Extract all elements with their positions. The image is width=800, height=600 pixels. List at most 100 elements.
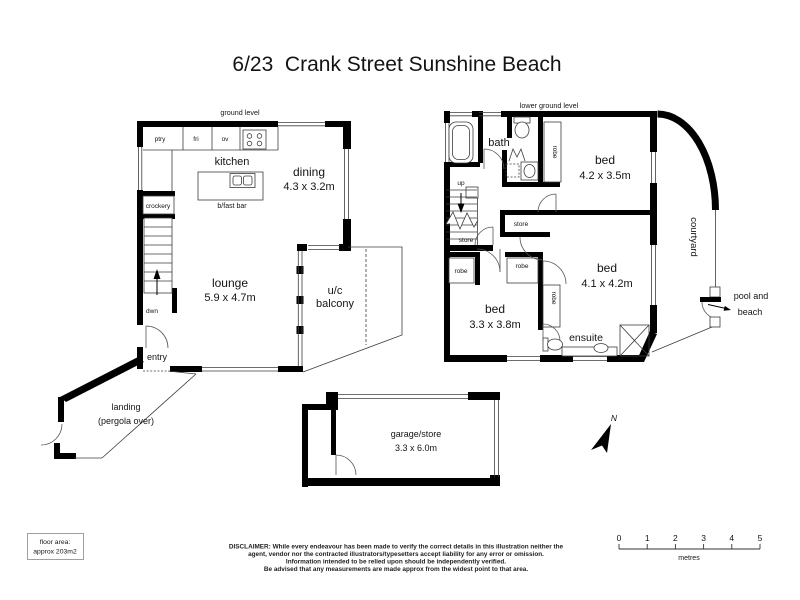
bed3-dims: 3.3 x 3.8m xyxy=(469,319,520,331)
disclaimer-line1: DISCLAIMER: While every endeavour has be… xyxy=(229,544,564,551)
toilet-icon xyxy=(513,116,531,139)
entry-label: entry xyxy=(147,352,168,362)
robe-top-label: robe xyxy=(551,145,558,158)
courtyard: courtyard pool and beach xyxy=(651,110,769,353)
scale-tick-3: 3 xyxy=(701,533,706,543)
lower-ground-plan: lower ground level xyxy=(444,101,768,362)
garage-plan: garage/store 3.3 x 6.0m xyxy=(302,392,500,487)
pool-label-line2: beach xyxy=(738,307,763,317)
pool-beach-arrow-icon xyxy=(707,304,731,311)
pool-label-line1: pool and xyxy=(734,291,769,301)
gate xyxy=(700,297,721,302)
scale-unit-label: metres xyxy=(678,555,700,562)
lower-windows xyxy=(445,112,656,361)
landing-label-line2: (pergola over) xyxy=(98,416,154,426)
stairs-direction-arrow xyxy=(457,203,465,213)
bathroom: bath xyxy=(448,116,539,181)
floor-area-box: floor area: approx 203m2 xyxy=(27,533,84,560)
balcony-label-line1: u/c xyxy=(328,285,343,297)
garage-openings xyxy=(335,394,499,477)
garage-dims: 3.3 x 6.0m xyxy=(395,443,437,453)
balcony-label-line2: balcony xyxy=(316,298,354,310)
bed1-label: bed xyxy=(595,153,615,167)
stairs-down-label: dwn xyxy=(146,308,158,315)
ground-level-plan: ground level xyxy=(40,108,403,459)
shower-recess xyxy=(505,163,520,178)
fence-post xyxy=(709,286,721,298)
balcony-outline xyxy=(302,246,403,373)
scale-tick-5: 5 xyxy=(758,533,763,543)
crockery-cupboard xyxy=(142,195,175,215)
scale-tick-0: 0 xyxy=(617,533,622,543)
ensuite: ensuite xyxy=(542,324,650,357)
ground-stairs: dwn xyxy=(143,217,173,315)
floor-area-line2: approx 203m2 xyxy=(33,549,77,556)
shower-symbol-icon xyxy=(508,147,526,162)
curved-wall xyxy=(657,110,719,211)
stairs-direction-arrow xyxy=(153,269,161,279)
landing xyxy=(40,357,197,459)
breakfast-bar-label: b/fast bar xyxy=(217,203,247,210)
ensuite-label: ensuite xyxy=(569,332,603,344)
ground-walls xyxy=(137,121,351,372)
island-bench xyxy=(197,171,264,201)
stair-break-line xyxy=(445,211,479,231)
north-label: N xyxy=(611,413,618,423)
basin-icon xyxy=(520,161,539,181)
pantry-label: ptry xyxy=(155,136,167,143)
kitchen-label: kitchen xyxy=(215,156,250,168)
lounge-dims: 5.9 x 4.7m xyxy=(204,292,255,304)
dining-label: dining xyxy=(293,165,325,179)
lounge-label: lounge xyxy=(212,276,248,290)
disclaimer: DISCLAIMER: While every endeavour has be… xyxy=(229,544,564,574)
lower-stairs: up store xyxy=(445,180,494,246)
fence-post xyxy=(709,316,721,328)
bath-door-arc xyxy=(483,148,505,170)
oven-label: ov xyxy=(222,136,230,143)
bed3-label: bed xyxy=(485,302,505,316)
dining-dims: 4.3 x 3.2m xyxy=(283,181,334,193)
store-hall-label: store xyxy=(514,221,529,228)
ensuite-toilet-icon xyxy=(542,337,563,352)
bed1-dims: 4.2 x 3.5m xyxy=(579,170,630,182)
bathtub-icon xyxy=(448,121,474,164)
disclaimer-line4: Be advised that any measurements are mad… xyxy=(264,566,528,573)
store-under-stairs-label: store xyxy=(459,237,474,244)
robe-left-label: robe xyxy=(454,268,467,275)
ensuite-vanity-icon xyxy=(561,343,618,357)
fridge-label: fri xyxy=(193,136,198,143)
lower-walls xyxy=(444,111,657,362)
bath-label: bath xyxy=(488,137,509,149)
scale-tick-2: 2 xyxy=(673,533,678,543)
lower-ground-level-label: lower ground level xyxy=(520,101,579,110)
robe-right-label: robe xyxy=(550,291,557,304)
scale-tick-1: 1 xyxy=(645,533,650,543)
lower-doors xyxy=(476,193,567,342)
landing-label-line1: landing xyxy=(111,402,140,412)
page-title: 6/23 Crank Street Sunshine Beach xyxy=(232,53,561,76)
shower-icon xyxy=(619,324,650,357)
crockery-label: crockery xyxy=(146,203,171,210)
ground-level-label: ground level xyxy=(220,108,260,117)
bed2-dims: 4.1 x 4.2m xyxy=(581,278,632,290)
robe-mid-label: robe xyxy=(515,263,528,270)
disclaimer-line2: agent, vendor nor the contracted illustr… xyxy=(248,551,544,558)
garage-label: garage/store xyxy=(391,429,442,439)
storage-rooms: robe store robe robe robe xyxy=(448,121,562,328)
north-arrow-icon xyxy=(591,424,611,453)
entry-door xyxy=(145,325,169,349)
scale-tick-4: 4 xyxy=(729,533,734,543)
bed2-label: bed xyxy=(597,261,617,275)
garage-walls xyxy=(302,392,500,487)
scale-bar: 0 1 2 3 4 5 metres xyxy=(617,533,763,562)
kitchen-cabinets: ptry fri ov xyxy=(143,127,279,191)
cooktop-icon xyxy=(242,129,267,150)
ground-windows xyxy=(138,122,349,372)
sink-icon xyxy=(229,173,256,188)
courtyard-label: courtyard xyxy=(688,217,699,257)
floor-area-line1: floor area: xyxy=(40,539,71,546)
stairs-up-label: up xyxy=(457,180,465,187)
disclaimer-line3: Information intended to be relied upon s… xyxy=(286,559,506,566)
